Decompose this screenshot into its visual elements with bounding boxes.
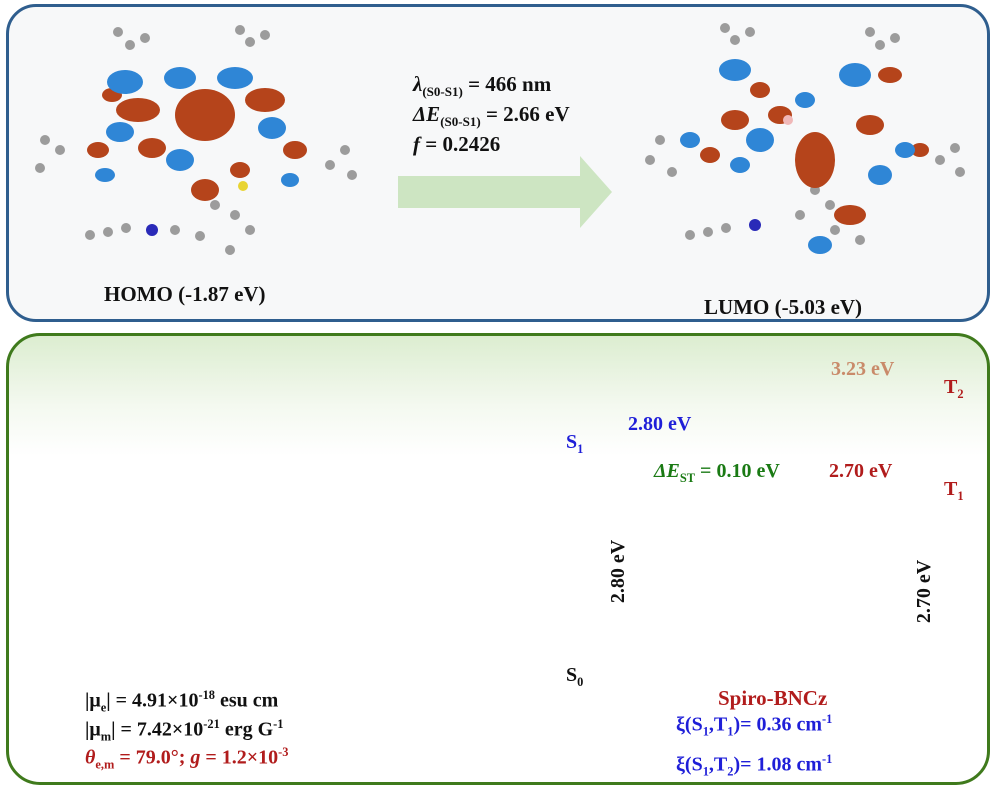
s0-label: S0: [566, 664, 584, 689]
mu-e-line: |μe| = 4.91×10-18 esu cm: [85, 688, 279, 715]
dipole-panel: [6, 333, 990, 785]
homo-caption: HOMO (-1.87 eV): [104, 282, 266, 306]
mu-m-line: |μm| = 7.42×10-21 erg G-1: [85, 717, 284, 744]
lumo-orbital-image: [645, 23, 965, 254]
theta-g-line: θe,m = 79.0°; g = 1.2×10-3: [85, 745, 289, 772]
oscillator-strength-line: f = 0.2426: [413, 132, 501, 156]
t1-label: T1: [944, 478, 964, 503]
t2-label: T2: [944, 376, 964, 401]
homo-orbital-image: [35, 25, 357, 255]
molecule-name: Spiro-BNCz: [718, 686, 828, 710]
delta-e-line: ΔE(S0-S1) = 2.66 eV: [413, 102, 570, 130]
s1-energy: 2.80 eV: [628, 413, 692, 435]
delta-est-label: ΔEST = 0.10 eV: [654, 460, 780, 485]
soc-s1-t2: ξ(S1,T2)= 1.08 cm-1: [676, 752, 833, 779]
t2-energy: 3.23 eV: [831, 358, 895, 380]
t1-energy: 2.70 eV: [829, 460, 893, 482]
t1-gap-label: 2.70 eV: [913, 559, 936, 624]
s1-gap-label: 2.80 eV: [607, 539, 630, 604]
transition-arrow: [398, 156, 612, 228]
lumo-caption: LUMO (-5.03 eV): [704, 295, 863, 319]
lambda-line: λ(S0-S1) = 466 nm: [413, 72, 552, 100]
s1-label: S1: [566, 431, 584, 456]
soc-s1-t1: ξ(S1,T1)= 0.36 cm-1: [676, 712, 833, 739]
